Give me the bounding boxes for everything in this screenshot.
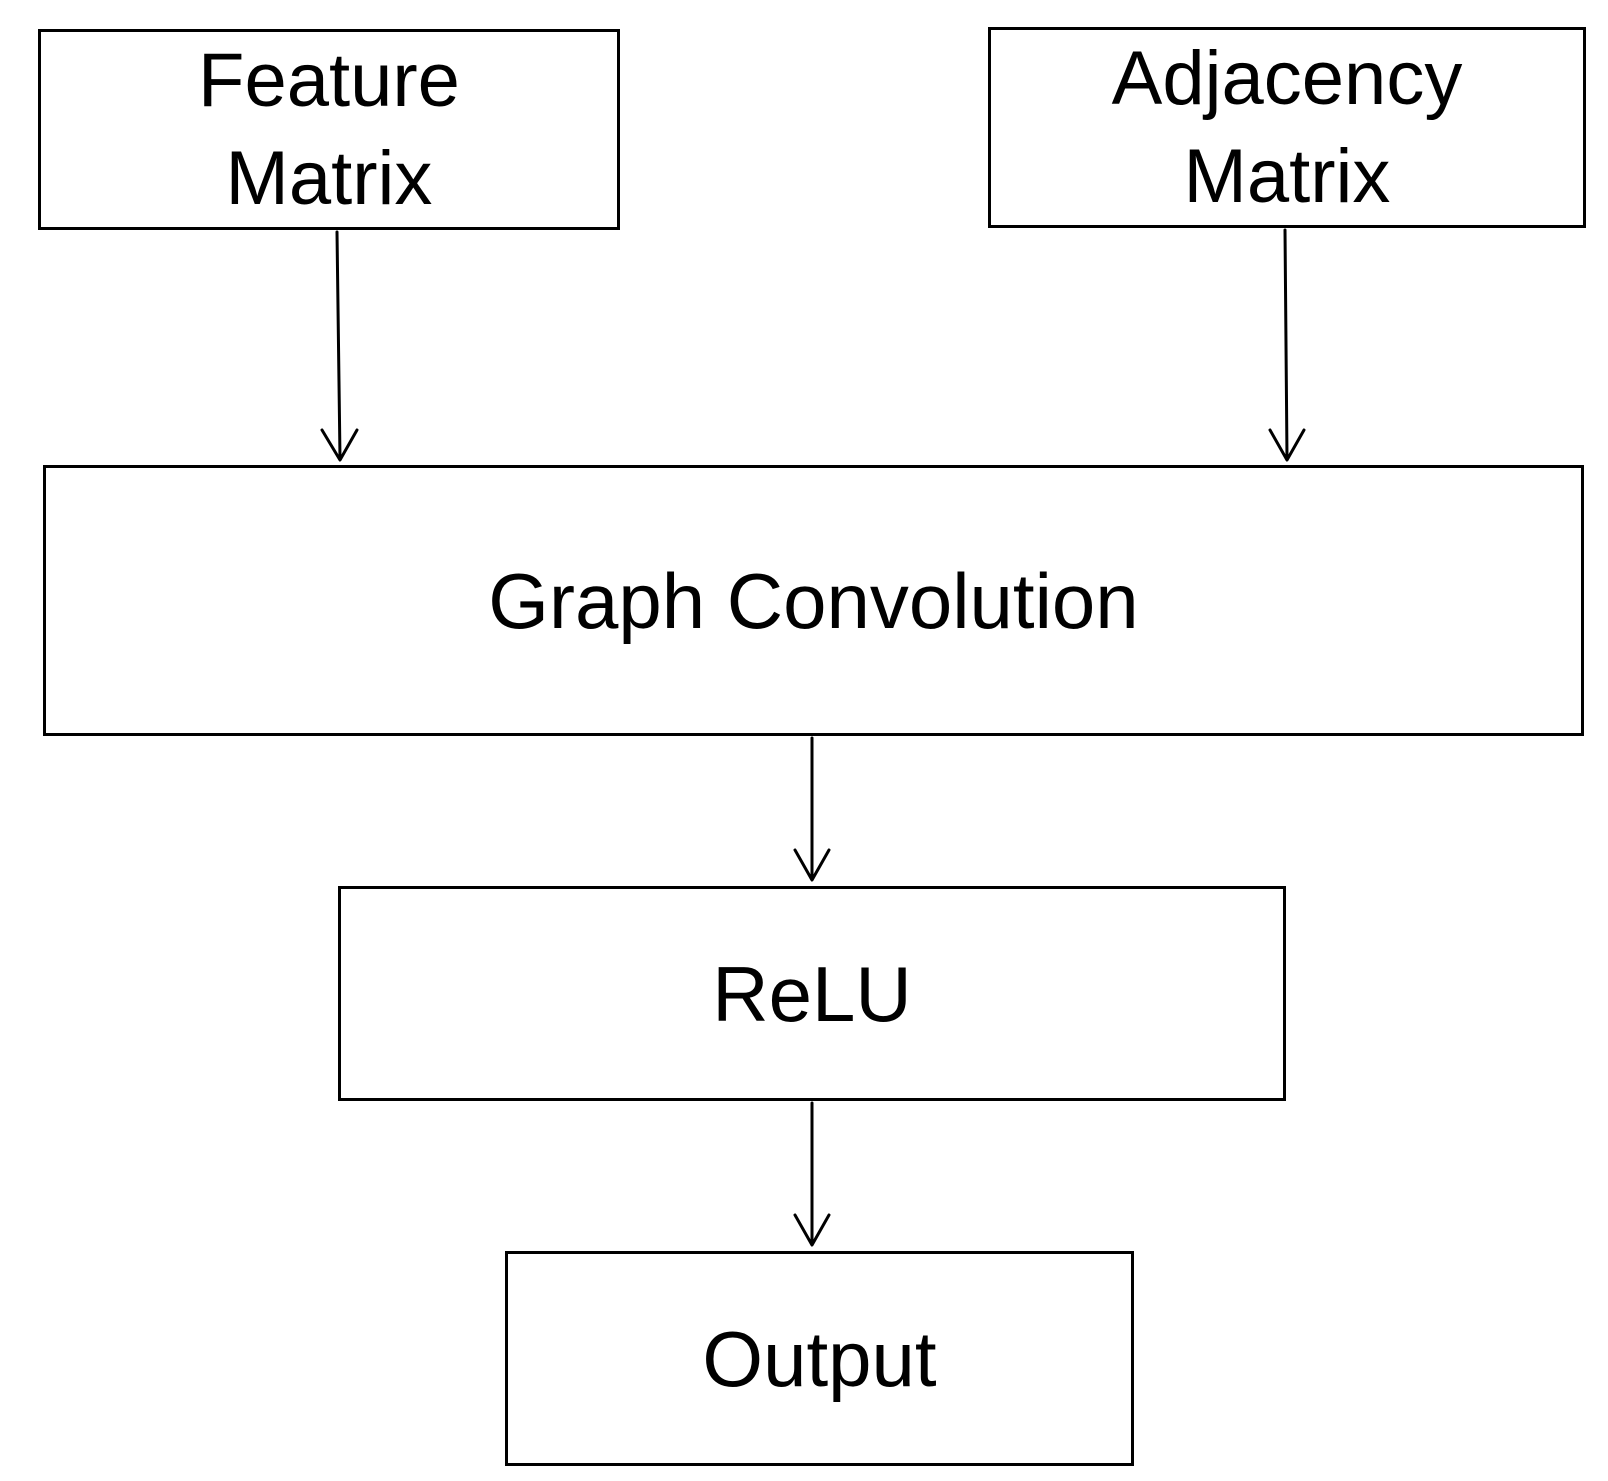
- feature-matrix-label-line1: Feature: [198, 37, 460, 123]
- adjacency-matrix-label: Adjacency Matrix: [1112, 30, 1463, 226]
- adjacency-matrix-label-line2: Matrix: [1183, 133, 1391, 219]
- arrow-adjacency-to-graph-convolution: [1268, 228, 1306, 462]
- graph-convolution-node: Graph Convolution: [43, 465, 1584, 736]
- feature-matrix-node: Feature Matrix: [38, 29, 620, 230]
- arrow-relu-to-output: [793, 1101, 831, 1247]
- relu-label: ReLU: [712, 949, 912, 1038]
- feature-matrix-label-line2: Matrix: [225, 135, 433, 221]
- adjacency-matrix-label-line1: Adjacency: [1111, 35, 1463, 121]
- output-node: Output: [505, 1251, 1134, 1466]
- feature-matrix-label: Feature Matrix: [198, 32, 460, 228]
- relu-node: ReLU: [338, 886, 1286, 1101]
- graph-convolution-label: Graph Convolution: [488, 556, 1139, 645]
- arrow-feature-to-graph-convolution: [320, 230, 359, 462]
- adjacency-matrix-node: Adjacency Matrix: [988, 27, 1586, 228]
- output-label: Output: [702, 1314, 937, 1403]
- arrow-graph-convolution-to-relu: [793, 736, 831, 882]
